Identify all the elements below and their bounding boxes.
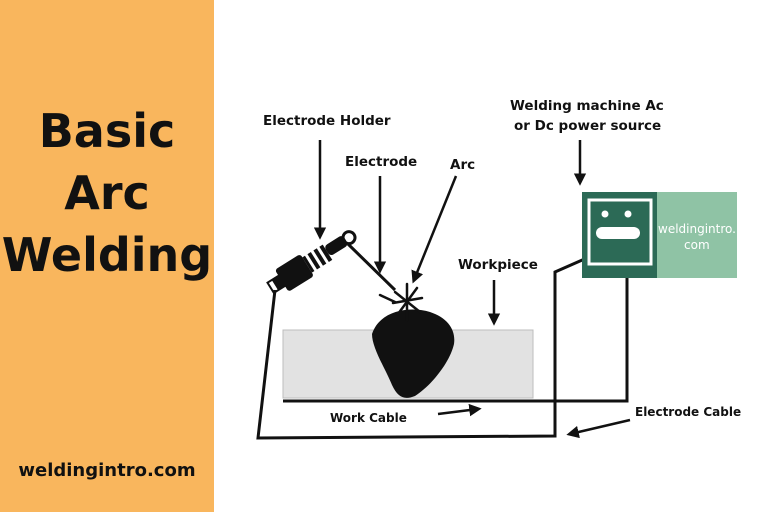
electrode-holder: [266, 230, 357, 295]
label-work-cable: Work Cable: [330, 411, 407, 425]
site-name: weldingintro.com: [18, 460, 196, 481]
machine-dial-left: [601, 210, 609, 218]
machine-panel: [587, 198, 653, 266]
arrow-electrode-cable: [566, 418, 631, 439]
arrow-arc: [411, 175, 458, 284]
label-machine-line-2: or Dc power source: [514, 118, 662, 134]
machine-display: [596, 227, 640, 239]
electrode-rod: [346, 242, 397, 292]
watermark-line-1: weldingintro.: [658, 222, 736, 236]
arc-spark: [378, 282, 424, 322]
machine-watermark-box: [657, 192, 737, 278]
work-cable: [580, 226, 629, 403]
title-line-3: Welding: [1, 228, 213, 282]
label-electrode-holder: Electrode Holder: [263, 113, 391, 129]
title-line-2: Arc: [64, 166, 150, 220]
machine-dial-right: [624, 210, 632, 218]
label-electrode: Electrode: [345, 154, 418, 170]
label-arc: Arc: [450, 157, 476, 173]
label-machine-line-1: Welding machine Ac: [510, 98, 664, 114]
diagram-title: Basic Arc Welding: [0, 100, 214, 286]
title-line-1: Basic: [38, 104, 176, 158]
title-panel: Basic Arc Welding weldingintro.com: [0, 0, 214, 512]
label-workpiece: Workpiece: [458, 257, 538, 273]
label-electrode-cable: Electrode Cable: [635, 405, 742, 419]
weld-pool: [372, 309, 455, 398]
arrow-work-cable: [437, 403, 482, 417]
electrode-cable: [256, 248, 606, 440]
watermark-line-2: com: [684, 238, 710, 252]
